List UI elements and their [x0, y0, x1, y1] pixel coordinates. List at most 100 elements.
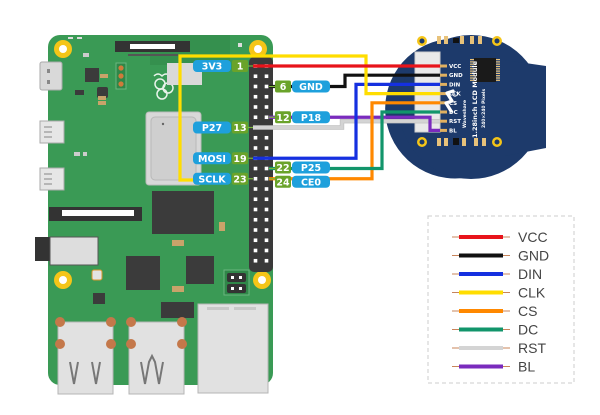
- legend-label: BL: [518, 359, 535, 375]
- chip-icon: [75, 90, 84, 95]
- connector-pin: [440, 101, 447, 105]
- gpio-pin: [264, 74, 269, 79]
- pin-badge-gnd: 6 GND: [269, 80, 330, 93]
- connector-pin: [440, 73, 447, 77]
- gpio-pin: [264, 135, 269, 140]
- gpio-header: [249, 57, 273, 272]
- chip-icon: [126, 256, 160, 290]
- gpio-pin: [253, 84, 258, 89]
- chip-icon: [85, 68, 99, 82]
- pin-name: P27: [202, 123, 222, 134]
- legend-item-cs: CS: [452, 303, 537, 319]
- gpio-pin: [264, 166, 269, 171]
- gpio-pin: [264, 228, 269, 232]
- gpio-pin: [253, 248, 258, 253]
- smd-components-icon: [437, 36, 486, 146]
- pin-number: 24: [276, 177, 290, 188]
- pin-name-badge: [292, 80, 330, 93]
- gpio-pin: [264, 94, 269, 99]
- component-icon: [98, 96, 106, 100]
- gpio-pin: [264, 187, 269, 191]
- legend-frame: [427, 215, 575, 384]
- legend-label: RST: [518, 340, 546, 356]
- pin-number: 12: [276, 113, 289, 124]
- gpio-pin: [264, 207, 269, 212]
- connector-pin: [440, 128, 447, 132]
- component-icon: [83, 152, 87, 156]
- gpio-pin: [264, 146, 269, 150]
- legend-item-gnd: GND: [452, 248, 549, 264]
- usb-c-port-icon: [39, 61, 63, 91]
- audio-jack-icon: [35, 236, 99, 266]
- legend-item-clk: CLK: [452, 285, 546, 301]
- gpio-pin: [264, 248, 269, 253]
- hdmi-port-icon: [39, 120, 65, 144]
- connector-pin: [440, 119, 447, 123]
- pin-name-badge: [193, 60, 231, 72]
- pin-number-badge: [232, 60, 248, 72]
- chip-icon: [453, 38, 459, 43]
- module-name: 1.28inch LCD Module: [471, 60, 479, 138]
- chip-icon: [453, 138, 459, 145]
- legend-item-rst: RST: [452, 340, 546, 356]
- gpio-pin: [253, 197, 258, 202]
- pin-number: 22: [276, 163, 289, 174]
- hdmi-port-icon: [39, 167, 65, 191]
- connector-pin-label: DC: [449, 110, 458, 116]
- connector-pin: [440, 92, 447, 96]
- pin-number-badge: [232, 172, 248, 185]
- pin-name: MOSI: [198, 154, 226, 165]
- waveshare-logo-icon: [444, 89, 455, 113]
- led-icon: [68, 37, 73, 39]
- component-icon: [98, 101, 106, 105]
- connector-pin: [440, 64, 447, 68]
- gpio-pin: [253, 228, 258, 232]
- pin-number-badge: [275, 175, 291, 188]
- module-mount-hole-icon: [417, 36, 502, 147]
- connector-pin-label: BL: [449, 128, 457, 134]
- pin-number: 6: [280, 82, 287, 93]
- mount-hole-icon: [253, 271, 271, 289]
- component-icon: [219, 222, 225, 231]
- mount-hole-icon: [54, 271, 72, 289]
- gpio-pin: [253, 238, 258, 243]
- legend-label: CLK: [518, 285, 546, 301]
- chip-icon: [97, 87, 108, 98]
- pin-name: GND: [299, 82, 323, 93]
- wire-clk: [178, 54, 440, 182]
- pin-name: P18: [301, 113, 322, 124]
- gpio-pin: [264, 217, 269, 222]
- component-icon: [83, 53, 89, 57]
- pin-number-badge: [232, 121, 248, 134]
- gpio-pin: [264, 197, 269, 202]
- pin-name-badge: [193, 121, 231, 134]
- pin-number-badge: [275, 80, 291, 93]
- legend-label: GND: [518, 248, 549, 264]
- gpio-pin: [264, 115, 269, 120]
- legend-item-vcc: VCC: [452, 229, 548, 245]
- component-icon: [172, 240, 184, 246]
- pin-badge-p18: 12 P18: [269, 111, 330, 124]
- connector-pin-label: GND: [449, 73, 463, 79]
- pin-badge-mosi: 19 MOSI: [193, 152, 253, 165]
- connector-pin-label: RST: [449, 119, 461, 125]
- gpio-pin: [253, 74, 258, 79]
- usb-port-solder-icon: [55, 317, 187, 349]
- gpio-pin: [264, 84, 269, 89]
- legend-label: VCC: [518, 229, 548, 245]
- legend-label: DIN: [518, 266, 542, 282]
- connector-pin: [440, 82, 447, 86]
- legend-item-dc: DC: [452, 322, 538, 338]
- mount-hole-icon: [249, 40, 267, 58]
- component-icon: [74, 152, 80, 156]
- pin-number: 19: [233, 154, 246, 165]
- pin-number-badge: [275, 161, 291, 174]
- wire-rst: [253, 119, 440, 130]
